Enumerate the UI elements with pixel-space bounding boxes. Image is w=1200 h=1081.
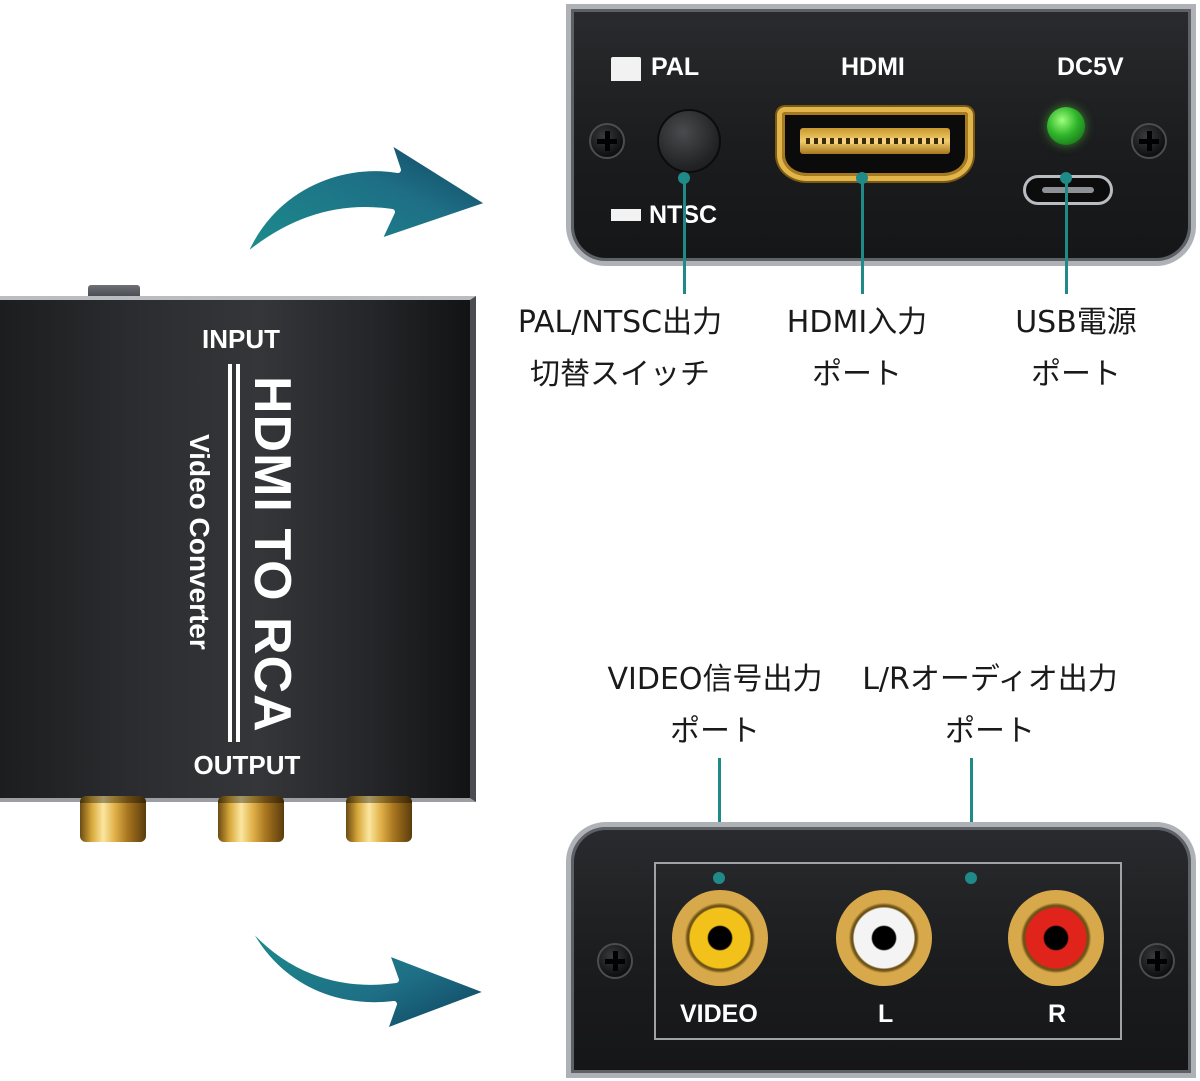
callout-audio: L/Rオーディオ出力 ポート: [840, 654, 1140, 758]
callout-audio-line1: L/Rオーディオ出力: [862, 662, 1118, 697]
dc-label: DC5V: [1057, 53, 1124, 81]
rca-stub-right: [346, 796, 412, 842]
screw-icon: [589, 123, 625, 159]
callout-line-switch: [683, 178, 686, 294]
callout-line-audio: [970, 758, 973, 878]
output-label: OUTPUT: [193, 750, 301, 780]
callout-audio-line2: ポート: [945, 714, 1035, 749]
callout-dot-video: [713, 872, 725, 884]
pal-ntsc-switch[interactable]: [657, 109, 721, 173]
callout-video-line1: VIDEO信号出力: [607, 662, 823, 697]
callout-line-hdmi: [861, 178, 864, 294]
ntsc-mark: [611, 209, 641, 221]
video-jack[interactable]: [672, 890, 768, 986]
callout-usb-line2: ポート: [1031, 357, 1121, 392]
audio-left-jack[interactable]: [836, 890, 932, 986]
arrow-down-right-icon: [239, 913, 493, 1035]
callout-hdmi-line2: ポート: [812, 357, 902, 392]
callout-usb-line1: USB電源: [1015, 305, 1137, 340]
screw-icon: [1139, 943, 1175, 979]
converter-body: INPUT HDMI TO RCA Video Converter OUTPUT: [0, 296, 476, 802]
screw-icon: [1131, 123, 1167, 159]
input-side-panel: PAL NTSC HDMI DC5V: [566, 4, 1196, 266]
callout-switch-line2: 切替スイッチ: [530, 357, 710, 392]
l-label: L: [878, 1000, 894, 1028]
video-label: VIDEO: [680, 1000, 758, 1028]
callout-usb: USB電源 ポート: [996, 297, 1156, 401]
converter-subtitle: Video Converter: [184, 434, 215, 650]
output-port-frame: [654, 862, 1122, 1040]
rca-stub-video: [80, 796, 146, 842]
screw-icon: [597, 943, 633, 979]
pal-label: PAL: [651, 53, 700, 81]
callout-line-usb: [1065, 178, 1068, 294]
callout-dot-audio: [965, 872, 977, 884]
pal-mark: [611, 57, 641, 81]
callout-switch: PAL/NTSC出力 切替スイッチ: [500, 297, 740, 401]
converter-title: HDMI TO RCA: [243, 376, 301, 733]
callout-video-line2: ポート: [670, 714, 760, 749]
arrow-up-right-icon: [239, 137, 493, 263]
callout-line-video: [718, 758, 721, 878]
hdmi-contacts: [800, 128, 950, 154]
label-divider-right: [236, 364, 240, 742]
callout-switch-line1: PAL/NTSC出力: [517, 305, 723, 340]
callout-hdmi: HDMI入力 ポート: [772, 297, 942, 401]
led-icon: [1047, 107, 1085, 145]
callout-hdmi-line1: HDMI入力: [786, 305, 928, 340]
r-label: R: [1048, 1000, 1067, 1028]
label-divider-left: [228, 364, 232, 742]
input-label: INPUT: [202, 324, 280, 354]
rca-stub-left: [218, 796, 284, 842]
hdmi-input-port[interactable]: [777, 107, 973, 181]
hdmi-label: HDMI: [841, 53, 905, 81]
callout-video: VIDEO信号出力 ポート: [590, 654, 840, 758]
audio-right-jack[interactable]: [1008, 890, 1104, 986]
